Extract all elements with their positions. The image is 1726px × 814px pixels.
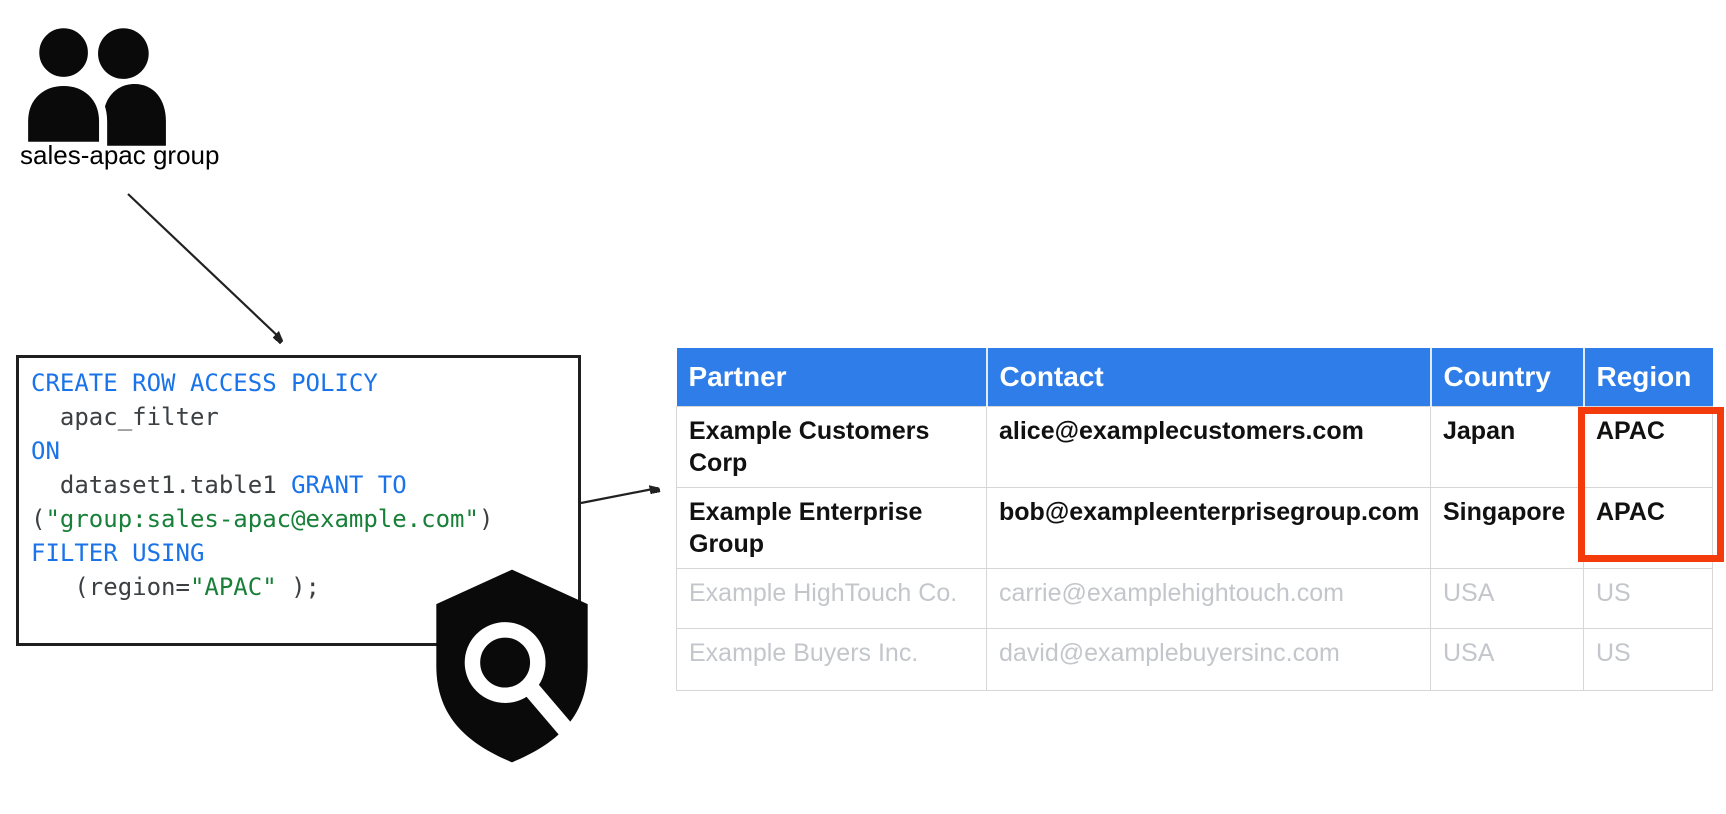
sql-paren: ( <box>31 505 46 533</box>
code-line: (region="APAC" ); <box>31 570 578 604</box>
sql-keyword: GRANT TO <box>291 471 407 499</box>
cell-partner: Example Buyers Inc. <box>676 627 987 691</box>
sql-string: "APAC" <box>189 573 277 601</box>
table-row: Example Customers Corp alice@examplecust… <box>676 405 1713 488</box>
cell-partner: Example HighTouch Co. <box>676 567 987 629</box>
cell-partner: Example Customers Corp <box>676 405 987 488</box>
sql-string: "group:sales-apac@example.com" <box>45 505 479 533</box>
code-line: FILTER USING <box>31 536 578 570</box>
arrow-policy-to-table <box>580 488 658 505</box>
code-line: ON <box>31 434 578 468</box>
sql-keyword: ON <box>31 437 60 465</box>
cell-partner: Example Enterprise Group <box>676 486 987 569</box>
group-label: sales-apac group <box>20 140 220 170</box>
code-line: ("group:sales-apac@example.com") <box>31 502 578 536</box>
table-row: Example HighTouch Co. carrie@examplehigh… <box>676 567 1713 629</box>
row-access-policy-code-box: CREATE ROW ACCESS POLICY apac_filter ON … <box>16 355 581 646</box>
code-line: dataset1.table1 GRANT TO <box>31 468 578 502</box>
sql-expression: ); <box>276 573 321 601</box>
cell-country: USA <box>1430 627 1584 691</box>
sql-expression: (region= <box>31 573 190 601</box>
code-line: CREATE ROW ACCESS POLICY <box>31 366 578 400</box>
arrow-group-to-policy <box>127 193 282 340</box>
cell-contact: david@examplebuyersinc.com <box>986 627 1431 691</box>
cell-region: US <box>1583 567 1713 629</box>
cell-country: Singapore <box>1430 486 1584 569</box>
region-highlight-box <box>1578 407 1724 562</box>
security-shield-magnifier-icon <box>436 569 588 763</box>
sql-identifier: dataset1.table1 <box>31 471 292 499</box>
cell-contact: alice@examplecustomers.com <box>986 405 1431 488</box>
table-row: Example Buyers Inc. david@examplebuyersi… <box>676 627 1713 691</box>
sql-keyword: CREATE ROW ACCESS POLICY <box>31 369 378 397</box>
table-header-row: Partner Contact Country Region <box>676 348 1713 406</box>
cell-country: Japan <box>1430 405 1584 488</box>
cell-country: USA <box>1430 567 1584 629</box>
header-contact: Contact <box>985 348 1431 406</box>
sql-paren: ) <box>478 505 494 533</box>
header-country: Country <box>1429 348 1584 406</box>
sql-keyword: FILTER USING <box>31 539 205 567</box>
code-line: apac_filter <box>31 400 578 434</box>
cell-contact: bob@exampleenterprisegroup.com <box>986 486 1431 569</box>
group-people-icon <box>20 26 166 146</box>
cell-region: US <box>1583 627 1713 691</box>
cell-contact: carrie@examplehightouch.com <box>986 567 1431 629</box>
header-region: Region <box>1582 348 1713 406</box>
partner-table: Partner Contact Country Region Example C… <box>676 348 1713 691</box>
cell-region: APAC <box>1583 486 1713 569</box>
header-partner: Partner <box>676 348 987 406</box>
cell-region: APAC <box>1583 405 1713 488</box>
sql-identifier: apac_filter <box>31 403 219 431</box>
table-row: Example Enterprise Group bob@exampleente… <box>676 486 1713 569</box>
